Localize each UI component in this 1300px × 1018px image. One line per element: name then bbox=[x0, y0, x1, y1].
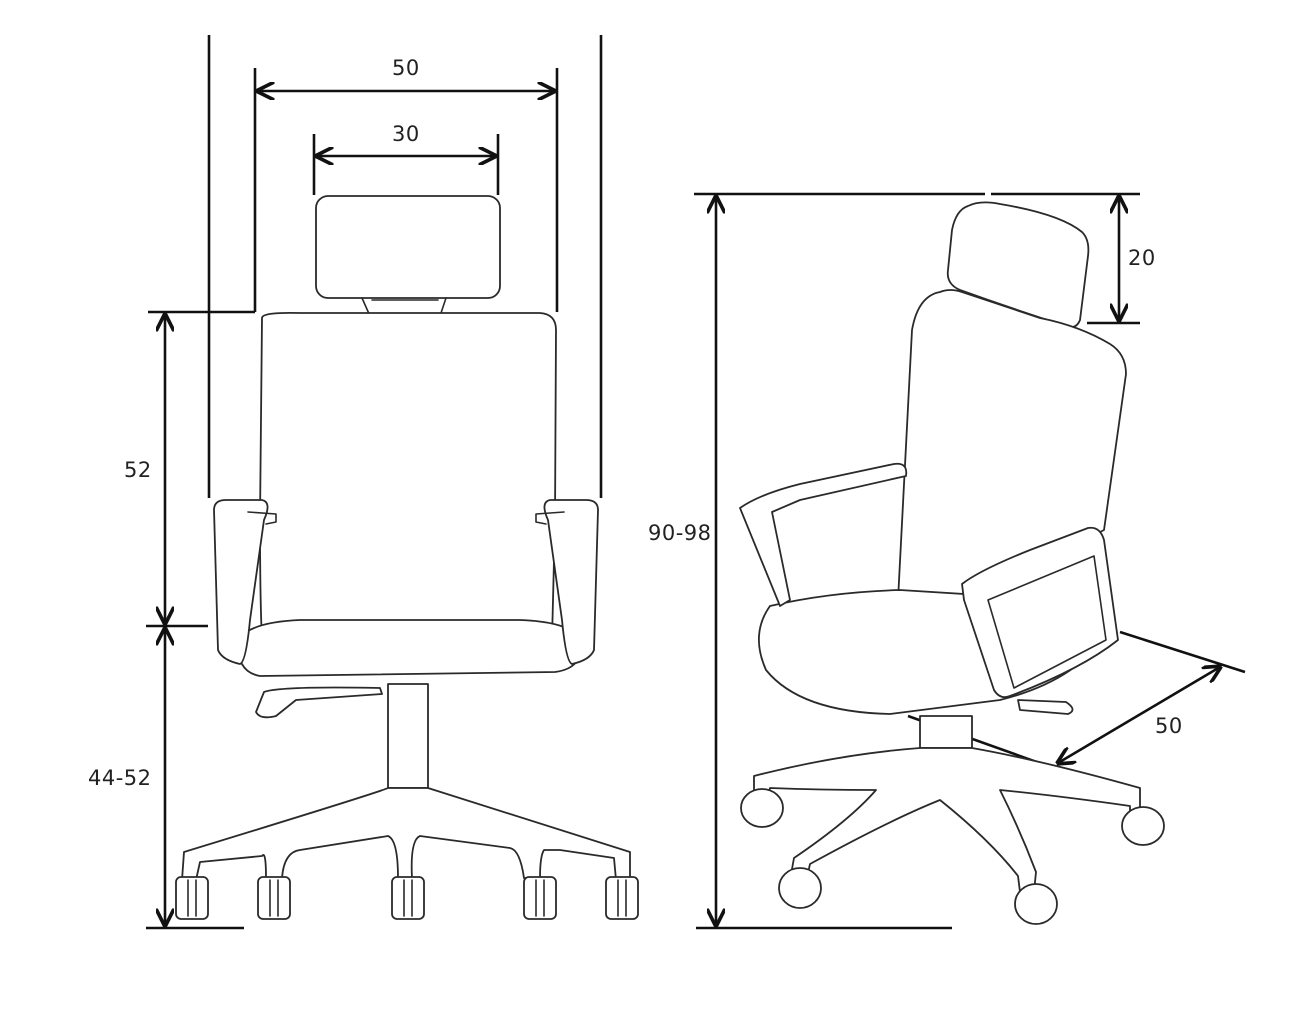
front-casters bbox=[175, 876, 639, 920]
total-height-label: 90-98 bbox=[648, 521, 712, 545]
side-chair-outline bbox=[739, 201, 1165, 925]
side-view bbox=[694, 192, 1246, 930]
front-extension-lines bbox=[146, 35, 603, 930]
seat-depth-arrow bbox=[1058, 667, 1220, 763]
side-dimension-arrows bbox=[716, 197, 1220, 925]
seat-depth-label: 50 bbox=[1155, 714, 1183, 738]
side-casters bbox=[740, 788, 1165, 925]
front-chair-outline bbox=[175, 195, 639, 920]
back-height-label: 52 bbox=[124, 458, 152, 482]
headrest-height-label: 20 bbox=[1128, 246, 1156, 270]
headrest-width-label: 30 bbox=[392, 122, 420, 146]
front-view bbox=[146, 35, 639, 930]
seat-height-label: 44-52 bbox=[88, 766, 152, 790]
front-width-label: 50 bbox=[392, 56, 420, 80]
front-dimension-arrows bbox=[165, 91, 554, 925]
